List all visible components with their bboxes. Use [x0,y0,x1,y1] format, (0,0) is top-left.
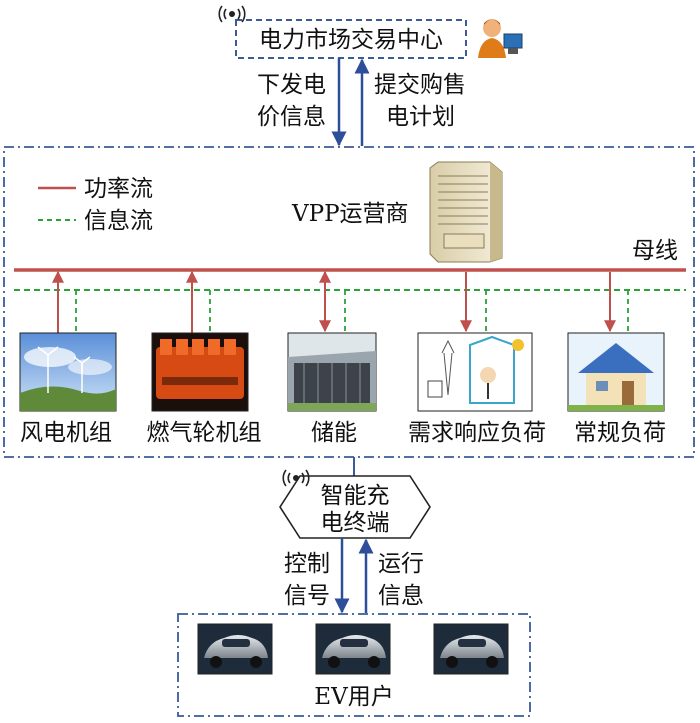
downlink-label-line2: 价信息 [257,104,326,130]
terminal-signal-icon [282,469,310,487]
conventional-load-image [567,332,665,412]
charging-terminal-shape [279,475,431,539]
wind-turbine-image [19,332,117,412]
running-label-line2: 信息 [378,583,424,609]
control-label-line2: 信号 [284,583,330,609]
legend-power-label: 功率流 [84,176,153,202]
trading-center-label: 电力市场交易中心 [259,27,443,53]
uplink-label-line1: 提交购售 [374,72,466,98]
server-icon [429,161,503,263]
unit-label-wind: 风电机组 [20,420,112,446]
uplink-label-line2: 电计划 [386,104,455,130]
charging-terminal-line2: 电终端 [321,510,390,536]
unit-label-gas: 燃气轮机组 [147,420,262,446]
trading-center: 电力市场交易中心 [235,19,467,59]
running-label-line1: 运行 [378,551,424,577]
unit-label-storage: 储能 [311,420,357,446]
vpp-frame [3,146,695,458]
control-label-line1: 控制 [284,551,330,577]
operator-user-icon [478,19,523,58]
wireless-signal-icon [218,5,246,23]
unit-label-demand: 需求响应负荷 [408,420,546,446]
vpp-operator-label: VPP运营商 [291,201,409,227]
gas-turbine-image [151,332,249,412]
ev-users-label: EV用户 [314,684,393,710]
charging-terminal-line1: 智能充 [321,483,390,509]
legend: 功率流 信息流 [38,176,153,234]
ev-frame [177,613,531,717]
bus-label: 母线 [632,238,678,264]
ev-car-image-2 [315,623,391,675]
unit-connectors [52,270,629,333]
trading-center-box [235,19,467,59]
ev-car-image-1 [197,623,273,675]
energy-storage-image [287,332,377,412]
downlink-label-line1: 下发电 [257,72,326,98]
ev-car-image-3 [433,623,509,675]
unit-label-load: 常规负荷 [574,420,666,446]
legend-info-label: 信息流 [84,208,153,234]
demand-response-image [417,332,533,412]
